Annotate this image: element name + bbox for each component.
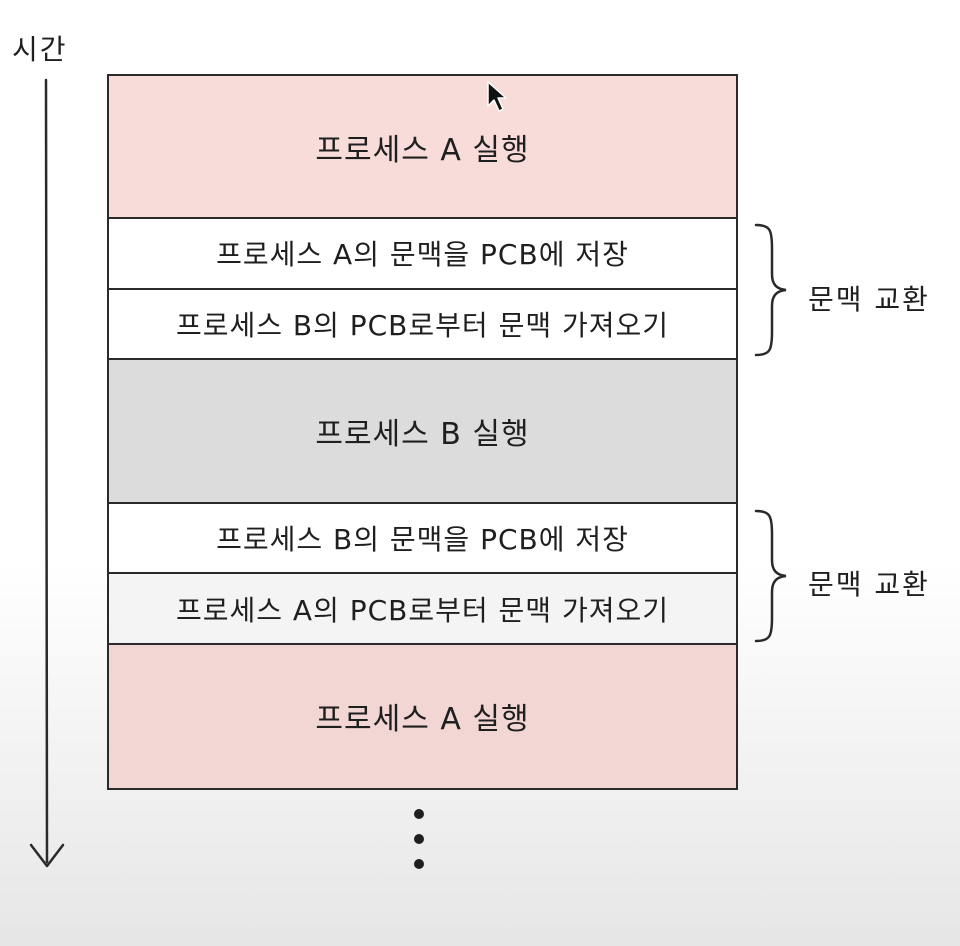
context-switch-label: 문맥 교환 — [808, 283, 930, 316]
brace-icon — [754, 223, 787, 357]
block-label: 프로세스 B 실행 — [315, 417, 530, 452]
context-switch-label: 문맥 교환 — [808, 568, 930, 601]
block-process-a-run: 프로세스 A 실행 — [109, 76, 736, 220]
block-label: 프로세스 B의 문맥을 PCB에 저장 — [216, 522, 629, 556]
block-process-b-run: 프로세스 B 실행 — [109, 360, 736, 504]
block-save-context-a: 프로세스 A의 문맥을 PCB에 저장 — [109, 219, 736, 290]
block-load-context-a: 프로세스 A의 PCB로부터 문맥 가져오기 — [109, 574, 736, 645]
block-process-a-run-again: 프로세스 A 실행 — [109, 644, 736, 788]
vertical-ellipsis-icon — [414, 809, 424, 869]
block-save-context-b: 프로세스 B의 문맥을 PCB에 저장 — [109, 503, 736, 575]
block-label: 프로세스 A 실행 — [315, 132, 530, 168]
time-axis-arrow — [29, 78, 65, 868]
block-load-context-b: 프로세스 B의 PCB로부터 문맥 가져오기 — [109, 289, 736, 361]
time-axis-label: 시간 — [12, 33, 68, 66]
mouse-cursor-icon — [487, 81, 507, 112]
process-timeline: 프로세스 A 실행 프로세스 A의 문맥을 PCB에 저장 프로세스 B의 PC… — [107, 74, 738, 790]
brace-icon — [754, 509, 787, 643]
block-label: 프로세스 B의 PCB로부터 문맥 가져오기 — [175, 309, 670, 343]
block-label: 프로세스 A의 문맥을 PCB에 저장 — [216, 238, 629, 272]
block-label: 프로세스 A 실행 — [315, 702, 530, 738]
block-label: 프로세스 A의 PCB로부터 문맥 가져오기 — [175, 593, 670, 627]
